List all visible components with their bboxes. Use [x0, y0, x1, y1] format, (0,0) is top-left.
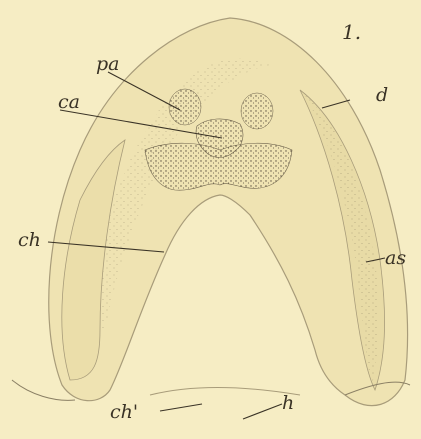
- label-ca: ca: [58, 91, 80, 113]
- label-d: d: [376, 84, 388, 106]
- label-ch-prime: ch': [110, 401, 138, 423]
- label-pa: pa: [96, 53, 120, 75]
- label-h: h: [282, 392, 294, 414]
- label-as: as: [385, 247, 406, 269]
- label-ch: ch: [18, 229, 41, 251]
- pa-right-body: [241, 93, 273, 129]
- figure-number: 1.: [342, 20, 361, 44]
